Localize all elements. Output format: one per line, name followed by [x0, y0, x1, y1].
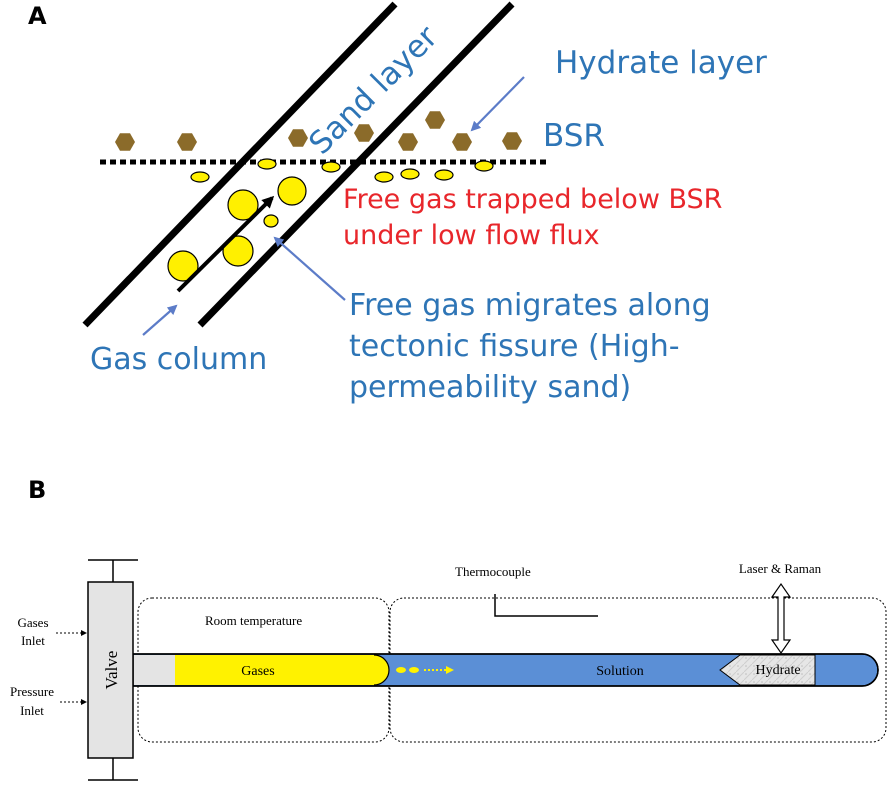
gas-bubble: [263, 214, 279, 228]
panel-b: B Valve Gases Inlet Pressure Inlet: [10, 476, 887, 781]
thermocouple-label: Thermocouple: [455, 564, 531, 579]
panel-b-label: B: [28, 476, 46, 504]
gas-bubble: [227, 189, 259, 221]
gases-label: Gases: [241, 664, 274, 679]
free-gas-migrates-line-3: permeability sand): [349, 370, 631, 405]
tube-outline: [132, 653, 879, 687]
solution-zone: [389, 597, 887, 743]
free-gas-pointer-arrow: [273, 236, 346, 301]
hydrate-hexagon: [354, 124, 374, 142]
free-gas-trapped-line-1: Free gas trapped below BSR: [343, 184, 722, 215]
panel-a: A Sand layer: [28, 1, 767, 405]
hydrate-hexagon: [452, 133, 472, 151]
gases-inlet-label-2: Inlet: [21, 633, 45, 648]
gas-column-label: Gas column: [90, 342, 267, 377]
gases-segment: [175, 655, 389, 685]
free-gas-trapped-line-2: under low flow flux: [343, 220, 600, 251]
gas-bubble: [167, 250, 199, 282]
gas-bubbles: [167, 158, 494, 282]
tube-empty-segment: [133, 655, 175, 685]
gas-bubble: [374, 171, 394, 183]
valve-body: [87, 581, 134, 759]
valve-label: Valve: [102, 651, 121, 690]
gas-bubble: [222, 235, 254, 267]
gas-bubble: [190, 171, 210, 183]
gas-bubble: [277, 176, 307, 206]
hydrate-hexagon: [425, 111, 445, 129]
hydrate-particles: [115, 111, 522, 151]
valve: Valve: [87, 559, 138, 781]
laser-double-arrow: [770, 582, 792, 655]
hydrate-label: Hydrate: [755, 663, 800, 678]
gas-bubble: [321, 161, 341, 173]
pressure-inlet-label-2: Inlet: [20, 703, 44, 718]
gas-bubble: [257, 158, 277, 170]
free-gas-migrates-line-2: tectonic fissure (High-: [349, 329, 680, 364]
gas-migration-arrow: [176, 195, 275, 293]
panel-a-label: A: [28, 2, 47, 30]
room-temperature-label: Room temperature: [205, 613, 302, 628]
solution-label: Solution: [596, 664, 643, 679]
laser-raman-label: Laser & Raman: [739, 561, 822, 576]
free-gas-migrates-line-1: Free gas migrates along: [349, 288, 711, 323]
hydrate-hexagon: [115, 133, 135, 151]
hydrate-hexagon: [398, 133, 418, 151]
gas-bubble: [474, 160, 494, 172]
hydrate-segment: [719, 654, 816, 686]
hydrate-layer-pointer-arrow: [470, 76, 525, 132]
gases-inlet-label-1: Gases: [17, 615, 48, 630]
gas-bubble: [434, 169, 454, 181]
hydrate-hexagon: [177, 133, 197, 151]
gas-liquid-interface: [373, 654, 390, 686]
small-gas-bubble: [396, 667, 406, 673]
gas-bubble: [400, 168, 420, 180]
small-gas-bubble: [409, 667, 419, 673]
hydrate-hexagon: [288, 129, 308, 147]
pressure-inlet-label-1: Pressure: [10, 684, 54, 699]
bsr-label: BSR: [543, 118, 605, 154]
hydrate-hexagon: [502, 132, 522, 150]
hydrate-layer-label: Hydrate layer: [555, 45, 767, 81]
gas-column-pointer-arrow: [142, 304, 178, 336]
thermocouple-probe: [494, 594, 598, 617]
